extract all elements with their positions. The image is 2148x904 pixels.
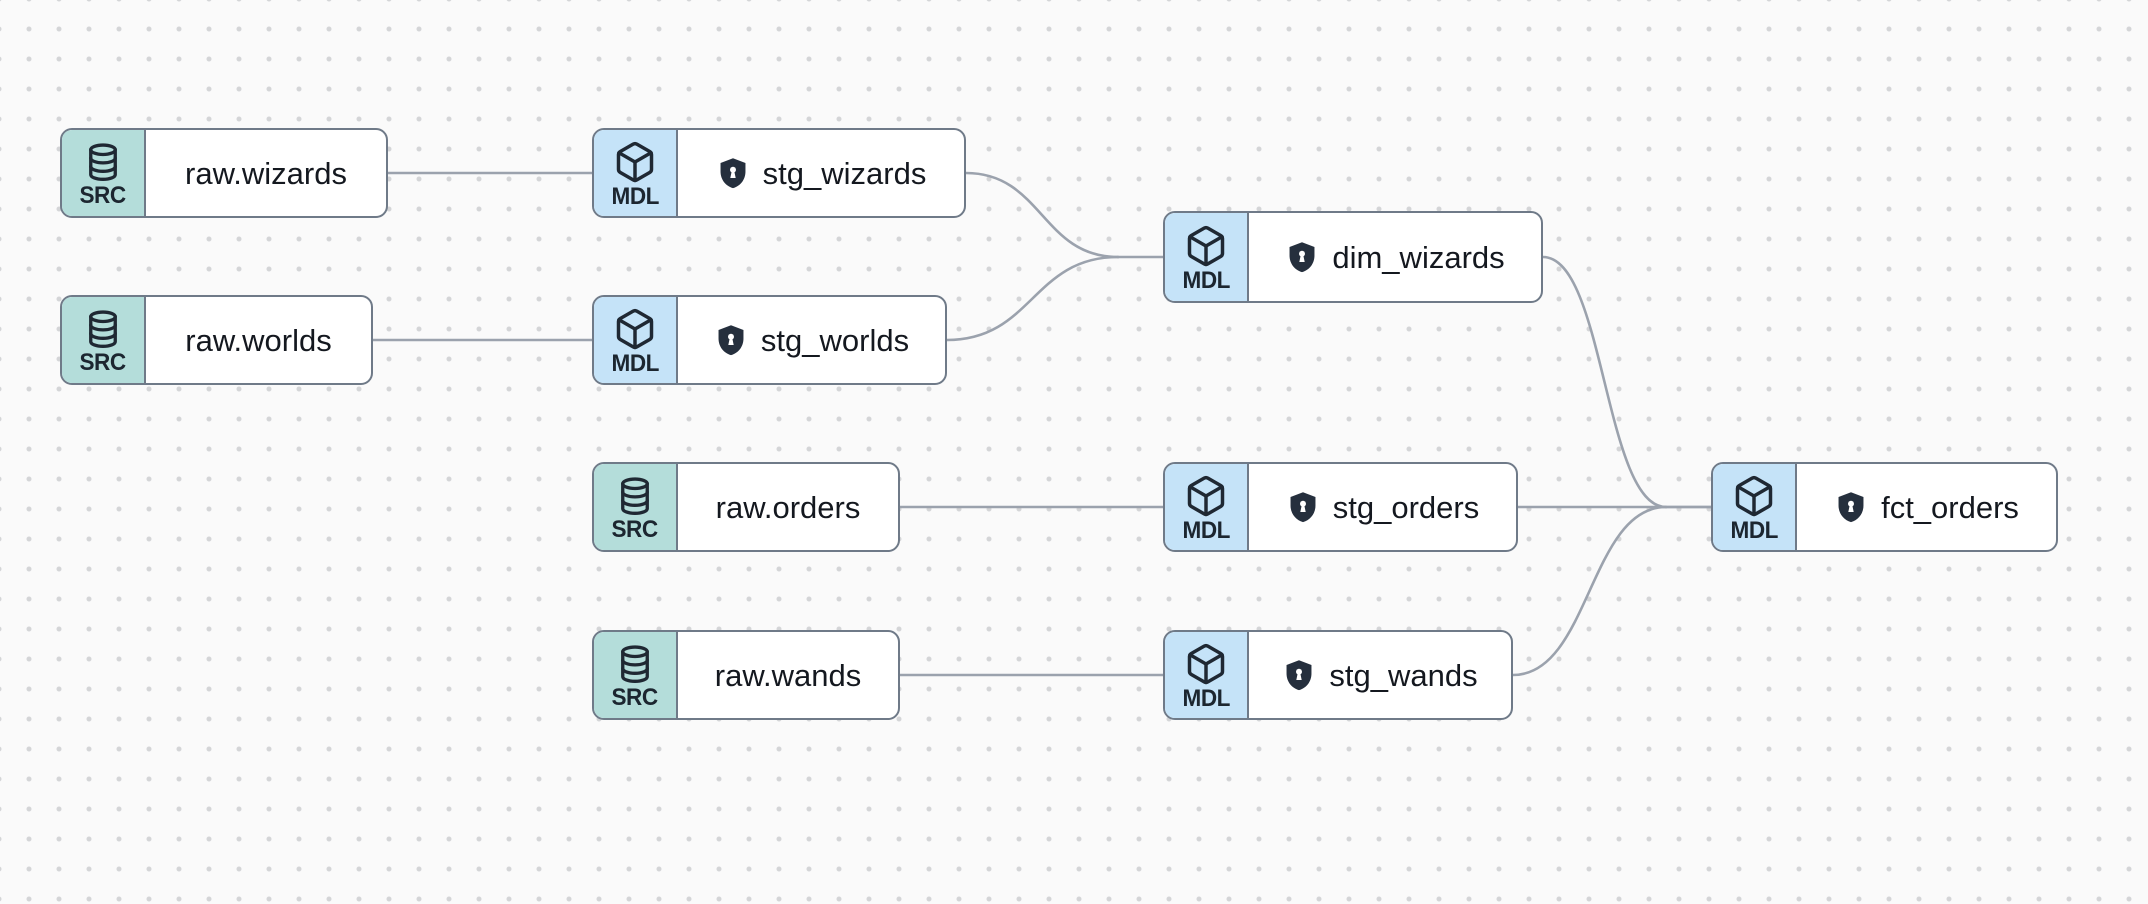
node-label: dim_wizards	[1332, 239, 1505, 275]
node-type-label: SRC	[79, 181, 127, 209]
cube-icon	[616, 308, 654, 349]
node-type-badge: SRC	[594, 464, 678, 550]
node-type-label: MDL	[1182, 516, 1230, 544]
shield-lock-icon	[1290, 492, 1316, 523]
node-type-badge: MDL	[594, 297, 678, 383]
node-body: stg_worlds	[678, 297, 945, 383]
shield-lock-icon	[1838, 492, 1864, 523]
node-label: stg_orders	[1332, 489, 1480, 525]
node-type-label: MDL	[1182, 684, 1230, 712]
node-label: stg_worlds	[760, 322, 910, 358]
node-body: stg_wands	[1249, 632, 1511, 718]
node-body: raw.worlds	[146, 297, 371, 383]
node-type-label: MDL	[611, 349, 659, 377]
node-stg_orders[interactable]: MDL stg_orders	[1163, 462, 1518, 552]
node-type-badge: SRC	[62, 297, 146, 383]
node-type-badge: MDL	[594, 130, 678, 216]
node-body: raw.wizards	[146, 130, 386, 216]
node-type-badge: SRC	[594, 632, 678, 718]
edge-dim_wizards-to-fct_orders	[1541, 255, 1668, 509]
shield-lock-icon	[1289, 242, 1315, 273]
database-icon	[621, 476, 649, 515]
node-type-badge: MDL	[1713, 464, 1797, 550]
node-type-label: SRC	[611, 515, 659, 543]
edge-stg_worlds-to-dim_wizards	[945, 255, 1120, 342]
edge-stg_wizards-to-dim_wizards	[964, 171, 1120, 259]
node-type-label: MDL	[611, 182, 659, 210]
node-dim_wizards[interactable]: MDL dim_wizards	[1163, 211, 1543, 303]
node-type-label: MDL	[1182, 266, 1230, 294]
shield-lock-icon	[720, 158, 746, 189]
node-type-badge: MDL	[1165, 632, 1249, 718]
node-body: raw.orders	[678, 464, 898, 550]
node-label: raw.orders	[715, 489, 861, 525]
node-type-label: MDL	[1730, 516, 1778, 544]
node-label: stg_wands	[1329, 657, 1478, 693]
node-type-label: SRC	[79, 348, 127, 376]
cube-icon	[1735, 475, 1773, 516]
node-body: stg_orders	[1249, 464, 1516, 550]
node-raw_worlds[interactable]: SRC raw.worlds	[60, 295, 373, 385]
node-label: stg_wizards	[762, 155, 927, 191]
cube-icon	[1187, 475, 1225, 516]
node-body: raw.wands	[678, 632, 898, 718]
node-label: raw.worlds	[185, 322, 332, 358]
node-type-label: SRC	[611, 683, 659, 711]
node-body: fct_orders	[1797, 464, 2056, 550]
node-stg_wizards[interactable]: MDL stg_wizards	[592, 128, 966, 218]
node-type-badge: MDL	[1165, 464, 1249, 550]
node-label: raw.wands	[714, 657, 862, 693]
cube-icon	[1187, 225, 1225, 266]
database-icon	[621, 644, 649, 683]
node-raw_wizards[interactable]: SRC raw.wizards	[60, 128, 388, 218]
node-fct_orders[interactable]: MDL fct_orders	[1711, 462, 2058, 552]
node-raw_orders[interactable]: SRC raw.orders	[592, 462, 900, 552]
node-type-badge: SRC	[62, 130, 146, 216]
node-body: stg_wizards	[678, 130, 964, 216]
shield-lock-icon	[718, 325, 744, 356]
node-label: raw.wizards	[185, 155, 347, 191]
cube-icon	[1187, 643, 1225, 684]
node-raw_wands[interactable]: SRC raw.wands	[592, 630, 900, 720]
node-label: fct_orders	[1881, 489, 2019, 525]
node-stg_wands[interactable]: MDL stg_wands	[1163, 630, 1513, 720]
database-icon	[89, 142, 117, 181]
database-icon	[89, 309, 117, 348]
node-stg_worlds[interactable]: MDL stg_worlds	[592, 295, 947, 385]
node-type-badge: MDL	[1165, 213, 1249, 301]
shield-lock-icon	[1286, 660, 1312, 691]
cube-icon	[616, 141, 654, 182]
edge-stg_wands-to-fct_orders	[1511, 505, 1668, 677]
node-body: dim_wizards	[1249, 213, 1541, 301]
